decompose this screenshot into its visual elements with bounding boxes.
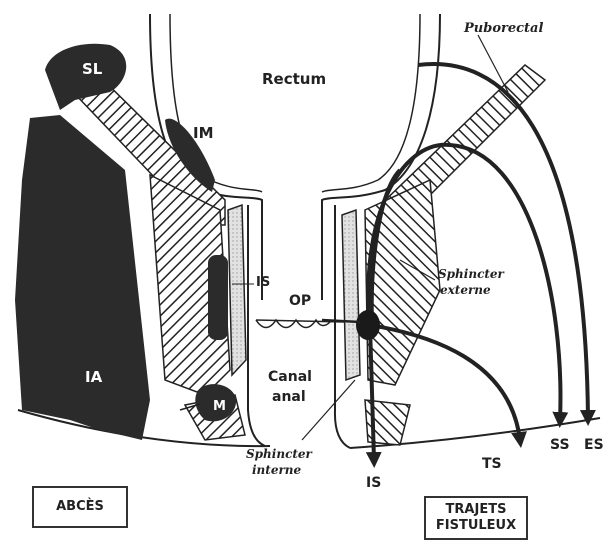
- external-sphincter-right: [365, 180, 440, 385]
- trajets-label: TRAJETS: [446, 502, 507, 518]
- abscess-ischioanal: [15, 115, 150, 440]
- label-es: ES: [584, 438, 604, 452]
- label-canal: Canal: [268, 370, 312, 384]
- sphincter-interne-leader: [302, 380, 355, 440]
- label-sl: SL: [82, 62, 102, 77]
- label-puborectal: Puborectal: [464, 22, 543, 35]
- label-is-left: IS: [256, 276, 270, 289]
- label-sphincter-externe-1: Sphincter: [438, 268, 504, 280]
- label-sphincter-externe-2: externe: [440, 284, 491, 296]
- label-anal: anal: [272, 390, 306, 404]
- label-sphincter-interne-1: Sphincter: [246, 448, 312, 460]
- label-ia: IA: [85, 370, 102, 385]
- label-ts: TS: [482, 457, 502, 471]
- fistuleux-label: FISTULEUX: [436, 518, 516, 534]
- internal-sphincter-right: [342, 210, 360, 380]
- abscess-intersphincteric: [208, 255, 228, 340]
- internal-opening: [356, 310, 380, 340]
- label-ss: SS: [550, 438, 570, 452]
- internal-sphincter-left: [228, 205, 246, 375]
- trajets-fistuleux-box: TRAJETS FISTULEUX: [424, 496, 528, 540]
- label-op: OP: [289, 294, 311, 308]
- abces-box-label: ABCÈS: [56, 499, 104, 515]
- label-m: M: [213, 400, 226, 413]
- label-rectum: Rectum: [262, 72, 326, 87]
- abces-box: ABCÈS: [32, 486, 128, 528]
- label-sphincter-interne-2: interne: [252, 464, 301, 476]
- label-im: IM: [193, 126, 214, 141]
- label-is-bottom: IS: [366, 476, 381, 490]
